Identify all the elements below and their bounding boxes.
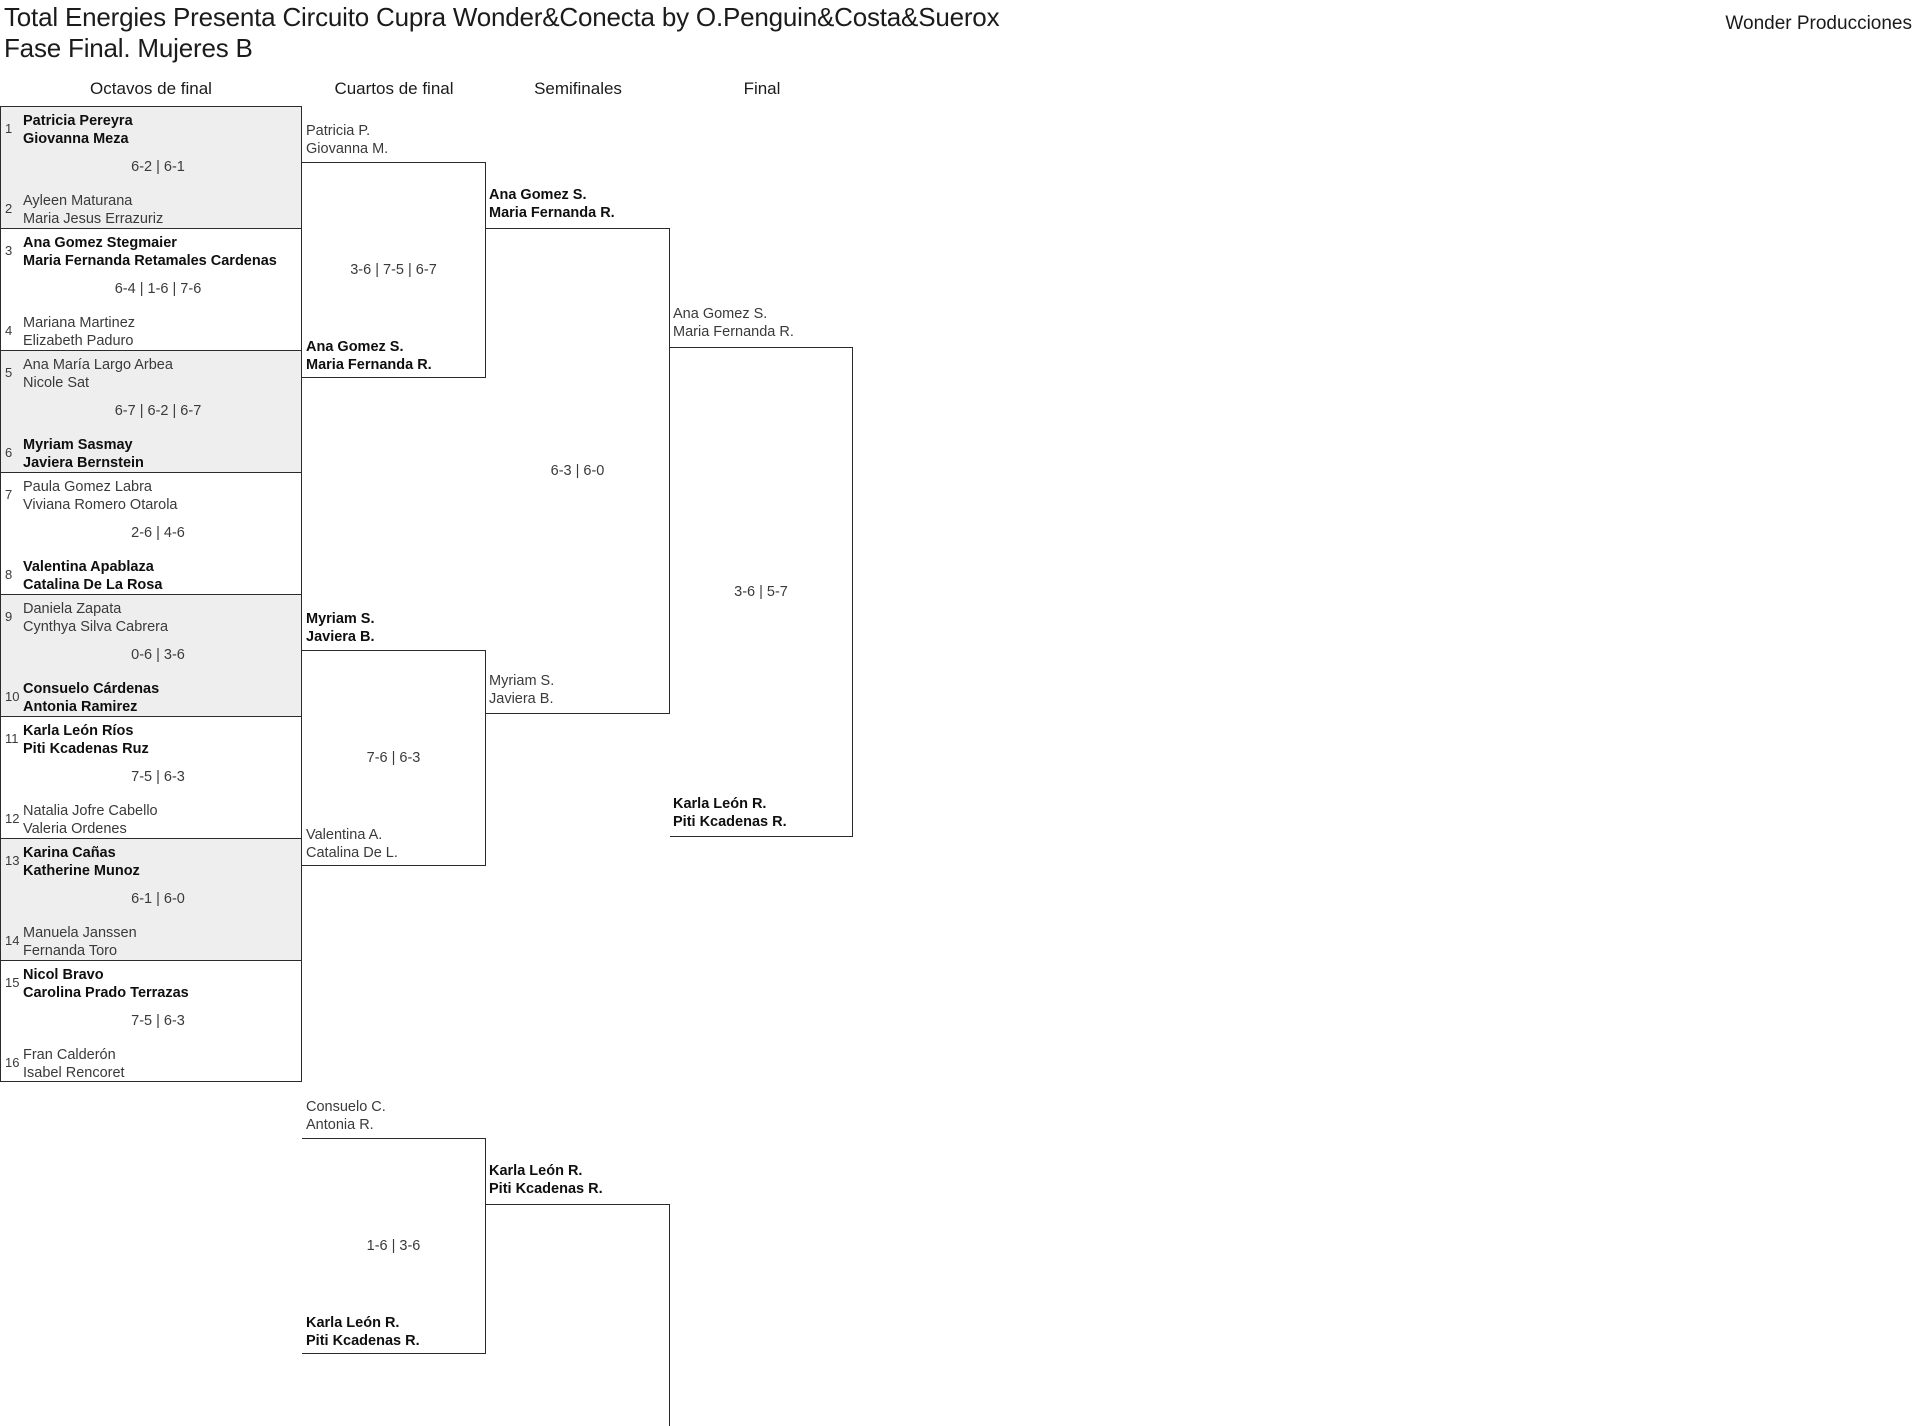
seed-number: 8 [5, 567, 13, 582]
seed-number: 10 [5, 689, 20, 704]
match-score: 3-6 | 5-7 [734, 584, 788, 600]
seed-number: 11 [5, 731, 19, 746]
qf-team-bottom[interactable]: Karla León R.Piti Kcadenas R. [306, 1315, 420, 1349]
r16-score: 7-5 | 6-3 [131, 769, 185, 785]
round-heading-cuartos: Cuartos de final [334, 79, 454, 98]
qf-team-top[interactable]: Patricia P.Giovanna M. [306, 123, 389, 157]
sf-team-top[interactable]: Ana Gomez S.Maria Fernanda R. [489, 187, 615, 221]
seed-number: 16 [5, 1055, 20, 1070]
seed-number: 14 [5, 933, 20, 948]
sf-team-bottom[interactable]: Myriam S.Javiera B. [489, 673, 555, 707]
qf-team-top[interactable]: Myriam S.Javiera B. [306, 611, 375, 645]
r16-score: 7-5 | 6-3 [131, 1013, 185, 1029]
seed-number: 6 [5, 445, 13, 460]
seed-number: 3 [5, 243, 13, 258]
match-score: 6-3 | 6-0 [550, 463, 605, 479]
page-title: Total Energies Presenta Circuito Cupra W… [4, 2, 1000, 63]
r16-score: 6-4 | 1-6 | 7-6 [114, 281, 202, 297]
seed-number: 15 [5, 975, 20, 990]
qf-connector-box[interactable]: 7-6 | 6-3 [302, 650, 486, 866]
r16-score: 2-6 | 4-6 [131, 525, 185, 541]
sf-connector-box[interactable]: 6-1 | 6-2 [486, 1204, 670, 1426]
r16-score: 6-2 | 6-1 [131, 159, 185, 175]
r16-score: 6-7 | 6-2 | 6-7 [114, 403, 202, 419]
seed-number: 7 [5, 487, 13, 502]
qf-connector-box[interactable]: 3-6 | 7-5 | 6-7 [302, 162, 486, 378]
seed-number: 1 [5, 121, 13, 136]
seed-number: 2 [5, 201, 13, 216]
r16-score: 6-1 | 6-0 [131, 891, 185, 907]
r16-score: 0-6 | 3-6 [131, 647, 185, 663]
final-team-bottom[interactable]: Karla León R.Piti Kcadenas R. [673, 796, 787, 830]
sf-connector-box[interactable]: 6-3 | 6-0 [486, 228, 670, 714]
round-heading-final: Final [743, 79, 781, 98]
qf-team-top[interactable]: Consuelo C.Antonia R. [306, 1099, 386, 1133]
seed-number: 9 [5, 609, 13, 624]
seed-number: 13 [5, 853, 20, 868]
match-score: 3-6 | 7-5 | 6-7 [350, 262, 437, 278]
seed-number: 5 [5, 365, 13, 380]
match-score: 7-6 | 6-3 [366, 750, 421, 766]
round-heading-octavos: Octavos de final [90, 79, 212, 98]
final-team-top[interactable]: Ana Gomez S.Maria Fernanda R. [673, 306, 794, 340]
final-connector-box[interactable]: 3-6 | 5-7 [670, 347, 853, 837]
match-score: 1-6 | 3-6 [366, 1238, 421, 1254]
round-heading-semifinales: Semifinales [534, 79, 622, 98]
qf-team-bottom[interactable]: Valentina A.Catalina De L. [306, 827, 398, 861]
seed-number: 4 [5, 323, 13, 338]
sf-team-top[interactable]: Karla León R.Piti Kcadenas R. [489, 1163, 603, 1197]
qf-team-bottom[interactable]: Ana Gomez S.Maria Fernanda R. [306, 339, 432, 373]
qf-connector-box[interactable]: 1-6 | 3-6 [302, 1138, 486, 1354]
seed-number: 12 [5, 811, 20, 826]
producer-label: Wonder Producciones [1725, 13, 1912, 34]
